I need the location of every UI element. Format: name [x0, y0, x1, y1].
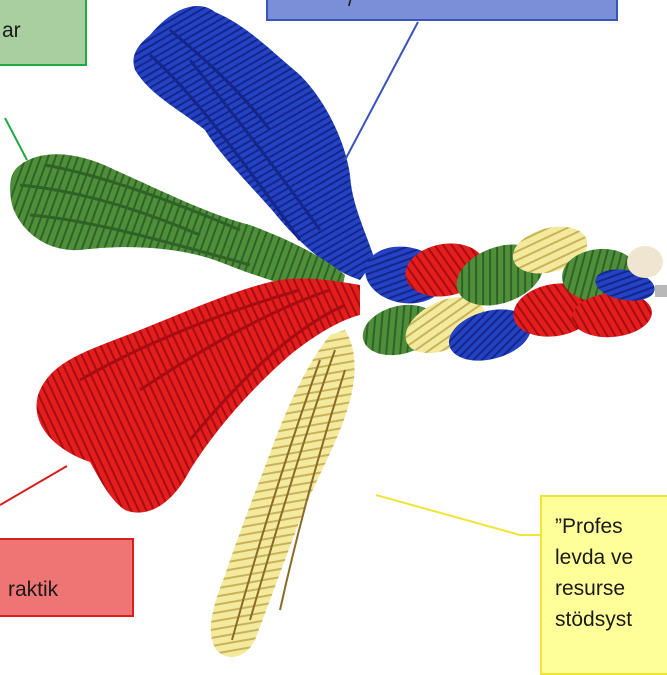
- yellow-callout-line-2: levda ve: [555, 542, 667, 573]
- yellow-connector: [376, 495, 540, 535]
- yellow-callout-line-4: stödsyst: [555, 604, 667, 635]
- blue-callout-text: /: [348, 0, 354, 13]
- blue-callout: /: [266, 0, 618, 21]
- red-connector: [0, 466, 67, 505]
- red-callout: raktik: [0, 538, 134, 617]
- green-connector: [5, 118, 27, 160]
- yellow-callout: ”Profes levda ve resurse stödsyst: [540, 495, 667, 675]
- red-callout-text: raktik: [8, 576, 58, 603]
- yellow-callout-line-3: resurse: [555, 573, 667, 604]
- braid: [357, 219, 667, 369]
- green-callout: ar: [0, 0, 87, 66]
- yellow-callout-line-1: ”Profes: [555, 511, 667, 542]
- blue-connector: [345, 22, 418, 160]
- green-callout-text: ar: [2, 17, 21, 44]
